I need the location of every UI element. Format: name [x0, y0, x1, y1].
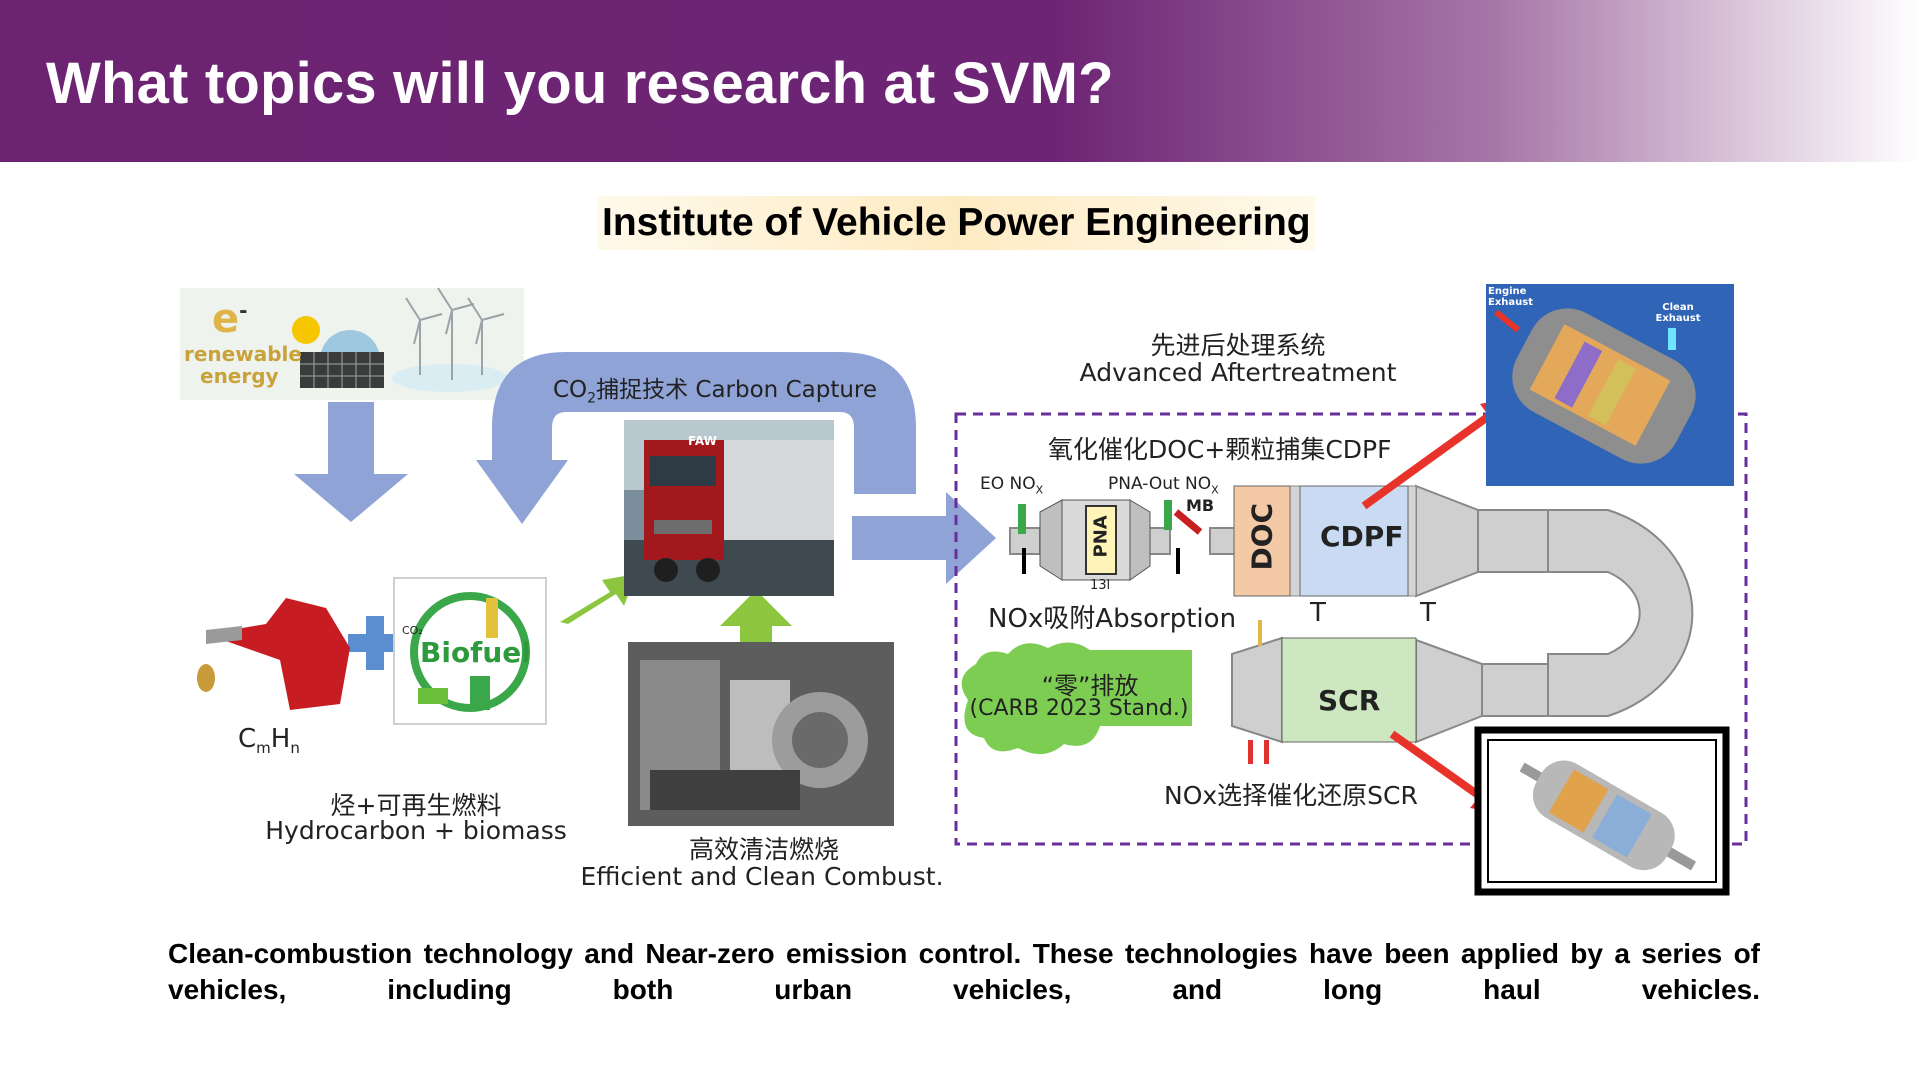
green-up-arrow [720, 590, 792, 662]
doc-cdpf-canister [1233, 485, 1417, 597]
fuel-nozzle-icon [197, 598, 350, 710]
right-arrow [852, 492, 996, 584]
combustion-en-label: Efficient and Clean Combust. [580, 862, 944, 891]
scr-label: SCR [1318, 684, 1381, 717]
solar-panel-icon [292, 316, 384, 388]
temp-sensor-label-1: T [1310, 598, 1326, 628]
down-arrow [294, 402, 408, 522]
engine-exhaust-label: Engine Exhaust [1488, 286, 1533, 308]
cutaway-filter-image [1494, 308, 1696, 464]
biofuel-co2: CO₂ [402, 624, 423, 637]
fuel-formula: CmHn [238, 724, 300, 758]
biofuel-image [393, 577, 547, 725]
wind-turbine-icon [392, 287, 508, 392]
title-bar: What topics will you research at SVM? [0, 0, 1920, 162]
carbon-capture-arrow [476, 352, 916, 524]
slide-caption: Clean-combustion technology and Near-zer… [168, 938, 1760, 1005]
fuel-en-label: Hydrocarbon + biomass [265, 816, 567, 845]
carbon-capture-label: CO2捕捉技术 Carbon Capture [553, 377, 878, 407]
doc-label: DOC [1245, 502, 1279, 571]
mb-label: MB [1186, 496, 1215, 515]
cdpf-label: CDPF [1320, 520, 1404, 553]
engine-image [628, 642, 894, 826]
renewable-e-label: e- [212, 296, 248, 342]
nox-absorption-label: NOx吸附Absorption [988, 604, 1237, 634]
scr-description-label: NOx选择催化还原SCR [1164, 781, 1418, 810]
truck-image [624, 420, 834, 596]
aftertreatment-box [954, 412, 1748, 846]
renewable-line2: energy [200, 364, 279, 388]
scr-canister [1281, 637, 1417, 743]
eo-nox-label: EO NOX [980, 474, 1044, 497]
pna-label: PNA [1090, 515, 1112, 558]
combustion-cn-label: 高效清洁燃烧 [688, 835, 839, 864]
pna-out-nox-label: PNA-Out NOX [1108, 474, 1219, 497]
doc-cdpf-title: 氧化催化DOC+颗粒捕集CDPF [1048, 435, 1392, 464]
exhaust-pipe [1009, 484, 1694, 744]
slide-title: What topics will you research at SVM? [46, 51, 1114, 116]
aftertreatment-en-title: Advanced Aftertreatment [1079, 358, 1397, 387]
zero-emission-cloud [961, 642, 1192, 755]
aftertreatment-cn-title: 先进后处理系统 [1150, 331, 1326, 360]
fuel-cn-label: 烃+可再生燃料 [330, 791, 502, 820]
zero-emission-en: (CARB 2023 Stand.) [969, 696, 1189, 721]
pna-canister [1039, 499, 1151, 581]
temp-sensor-label-2: T [1420, 598, 1436, 628]
green-diagonal-arrow [560, 574, 636, 624]
plus-icon [348, 616, 402, 670]
biofuel-label: Biofuel [420, 636, 531, 669]
renewable-line1: renewable [184, 342, 302, 366]
pna-volume-label: 13l [1090, 578, 1111, 593]
section-subtitle: Institute of Vehicle Power Engineering [598, 196, 1315, 250]
clean-exhaust-label: Clean Exhaust [1655, 302, 1701, 324]
zero-emission-cn: “零”排放 [1041, 672, 1139, 700]
truck-brand: FAW [688, 434, 717, 448]
scr-cutaway-image [1519, 760, 1697, 871]
red-arrow-up [1361, 404, 1503, 510]
red-arrow-down [1389, 730, 1491, 806]
